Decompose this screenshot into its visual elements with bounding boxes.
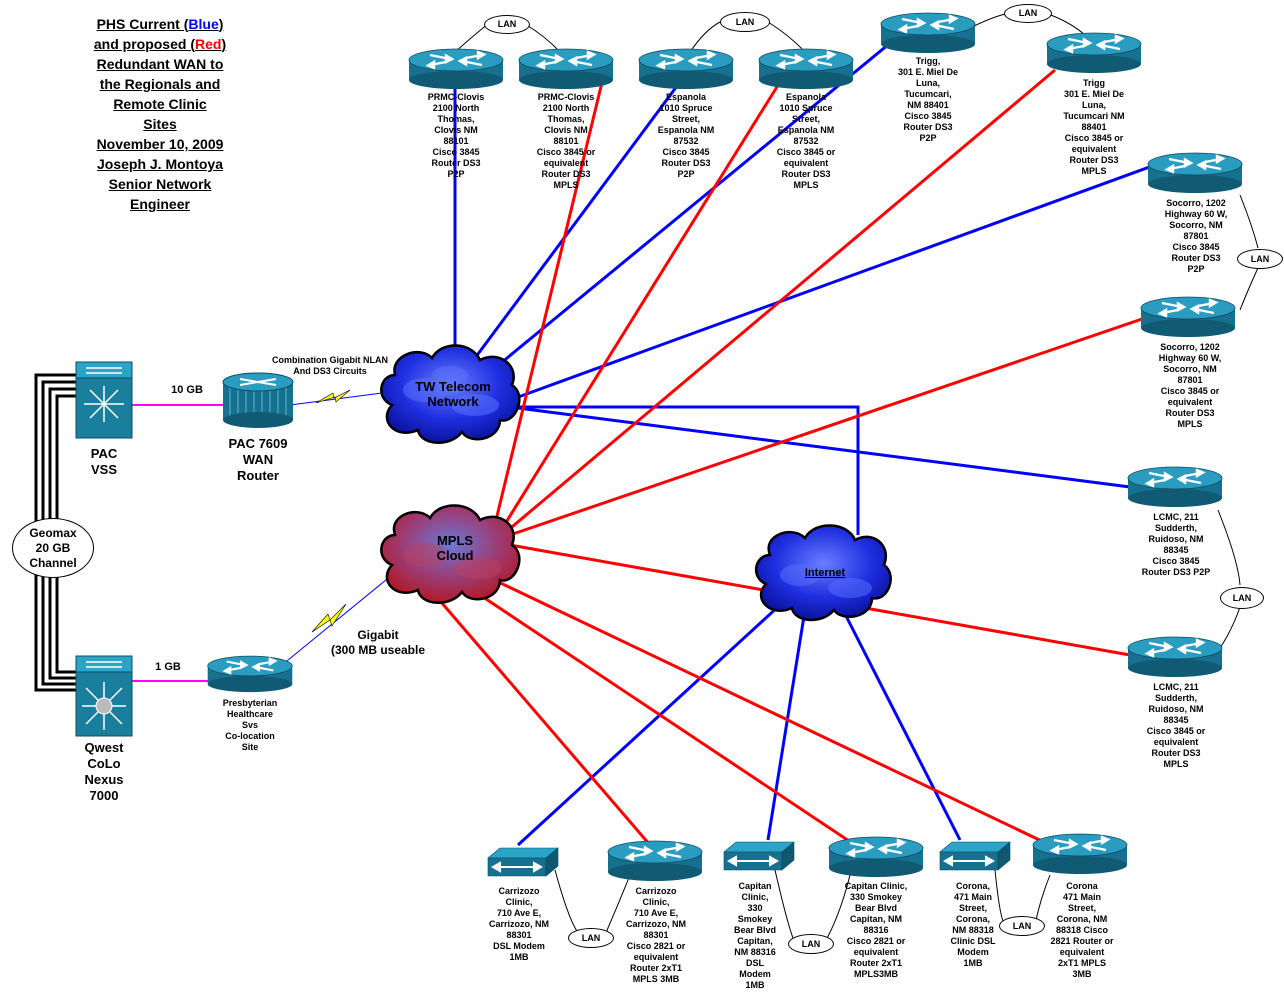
trigg-mpls-label: Trigg 301 E. Miel De Luna, Tucumcari NM … [1063,78,1125,176]
ten-gb-label: 10 GB [171,384,203,396]
geomax-channel-label: Geomax 20 GB Channel [12,518,94,578]
espanola-p2p-router-icon [637,47,735,91]
socorro-mpls-router-icon [1139,295,1237,339]
carrizozo-mpls-label: Carrizozo Clinic, 710 Ave E, Carrizozo, … [625,886,686,984]
corona-dsl-modem-icon [939,841,1011,871]
serial-links [281,391,393,666]
capitan-dsl-label: Capitan Clinic, 330 Smokey Bear Blvd Cap… [733,881,777,990]
lan-bubble: LAN [720,12,770,32]
lcmc-mpls-label: LCMC, 211 Sudderth, Ruidoso, NM 88345 Ci… [1146,682,1206,769]
internet-label: Internet [804,567,846,579]
espanola-p2p-label: Espanola 1010 Spruce Street, Espanola NM… [657,92,715,179]
pac7609-router-icon [222,372,294,428]
corona-router-icon [1031,832,1129,876]
lan-bubble: LAN [1220,587,1264,609]
trigg-mpls-router-icon [1045,31,1143,75]
title-red-word: Red [195,36,222,52]
one-gb-label: 1 GB [155,661,181,673]
socorro-mpls-label: Socorro, 1202 Highway 60 W, Socorro, NM … [1158,342,1222,429]
title-blue-word: Blue [188,16,219,32]
lan-bubble: LAN [1004,4,1052,23]
lightning-bolt-icon [311,603,347,633]
trigg-p2p-label: Trigg, 301 E. Miel De Luna, Tucumcari, N… [897,56,959,143]
lcmc-p2p-label: LCMC, 211 Sudderth, Ruidoso, NM 88345 Ci… [1141,512,1211,577]
socorro-p2p-label: Socorro, 1202 Highway 60 W, Socorro, NM … [1164,198,1228,274]
title-text: PHS Current ( [96,16,189,32]
internet-cloud-shape [755,524,892,622]
title-text: ) [218,16,224,32]
pac-vss-switch-icon [75,361,133,439]
gigabit-label: Gigabit (300 MB useable [330,628,426,657]
diagram-title: PHS Current (Blue) and proposed (Red) Re… [60,14,260,214]
qwest-nexus-label: Qwest CoLo Nexus 7000 [84,740,124,803]
tw-telecom-label: TW Telecom Network [415,379,491,409]
corona-mpls-label: Corona 471 Main Street, Corona, NM 88318… [1050,881,1114,979]
lcmc-mpls-router-icon [1126,635,1224,679]
mpls-cloud-label: MPLS Cloud [436,533,474,563]
phs-colo-label: Presbyterian Healthcare Svs Co-location … [222,698,278,752]
lcmc-p2p-router-icon [1126,465,1224,509]
socorro-p2p-router-icon [1146,151,1244,195]
tw-telecom-cloud-shape [380,344,521,444]
prmc-mpls-label: PRMC-Clovis 2100 North Thomas, Clovis NM… [536,92,596,190]
carrizozo-router-icon [606,839,704,883]
prmc-p2p-router-icon [407,47,505,91]
capitan-dsl-modem-icon [723,841,795,871]
lan-bubble: LAN [999,916,1045,936]
title-text: and proposed ( [93,36,195,52]
carrizozo-dsl-modem-icon [487,847,559,877]
lan-bubble: LAN [788,934,834,954]
blue-current-links [453,33,1156,847]
prmc-mpls-router-icon [517,47,615,91]
phs-colo-router-icon [206,655,294,694]
espanola-mpls-label: Espanola 1010 Spruce Street, Espanola NM… [776,92,836,190]
qwest-nexus-switch-icon [75,655,133,737]
title-text: Redundant WAN to the Regionals and Remot… [96,56,224,212]
title-text: ) [221,36,227,52]
trigg-p2p-router-icon [879,11,977,55]
capitan-mpls-label: Capitan Clinic, 330 Smokey Bear Blvd Cap… [844,881,908,979]
corona-dsl-label: Corona, 471 Main Street, Corona, NM 8831… [950,881,996,968]
lightning-bolt-icon [315,389,351,404]
lan-bubble: LAN [1237,249,1283,269]
pac7609-label: PAC 7609 WAN Router [228,436,288,483]
espanola-mpls-router-icon [757,47,855,91]
lan-bubble: LAN [484,15,530,34]
pac-vss-label: PAC VSS [90,446,118,477]
prmc-p2p-label: PRMC-Clovis 2100 North Thomas, Clovis NM… [427,92,485,179]
capitan-router-icon [827,835,925,879]
carrizozo-dsl-label: Carrizozo Clinic, 710 Ave E, Carrizozo, … [488,886,549,962]
lan-bubble: LAN [568,928,614,948]
mpls-cloud-shape [380,504,521,604]
combo-circuits-label: Combination Gigabit NLAN And DS3 Circuit… [272,355,388,376]
